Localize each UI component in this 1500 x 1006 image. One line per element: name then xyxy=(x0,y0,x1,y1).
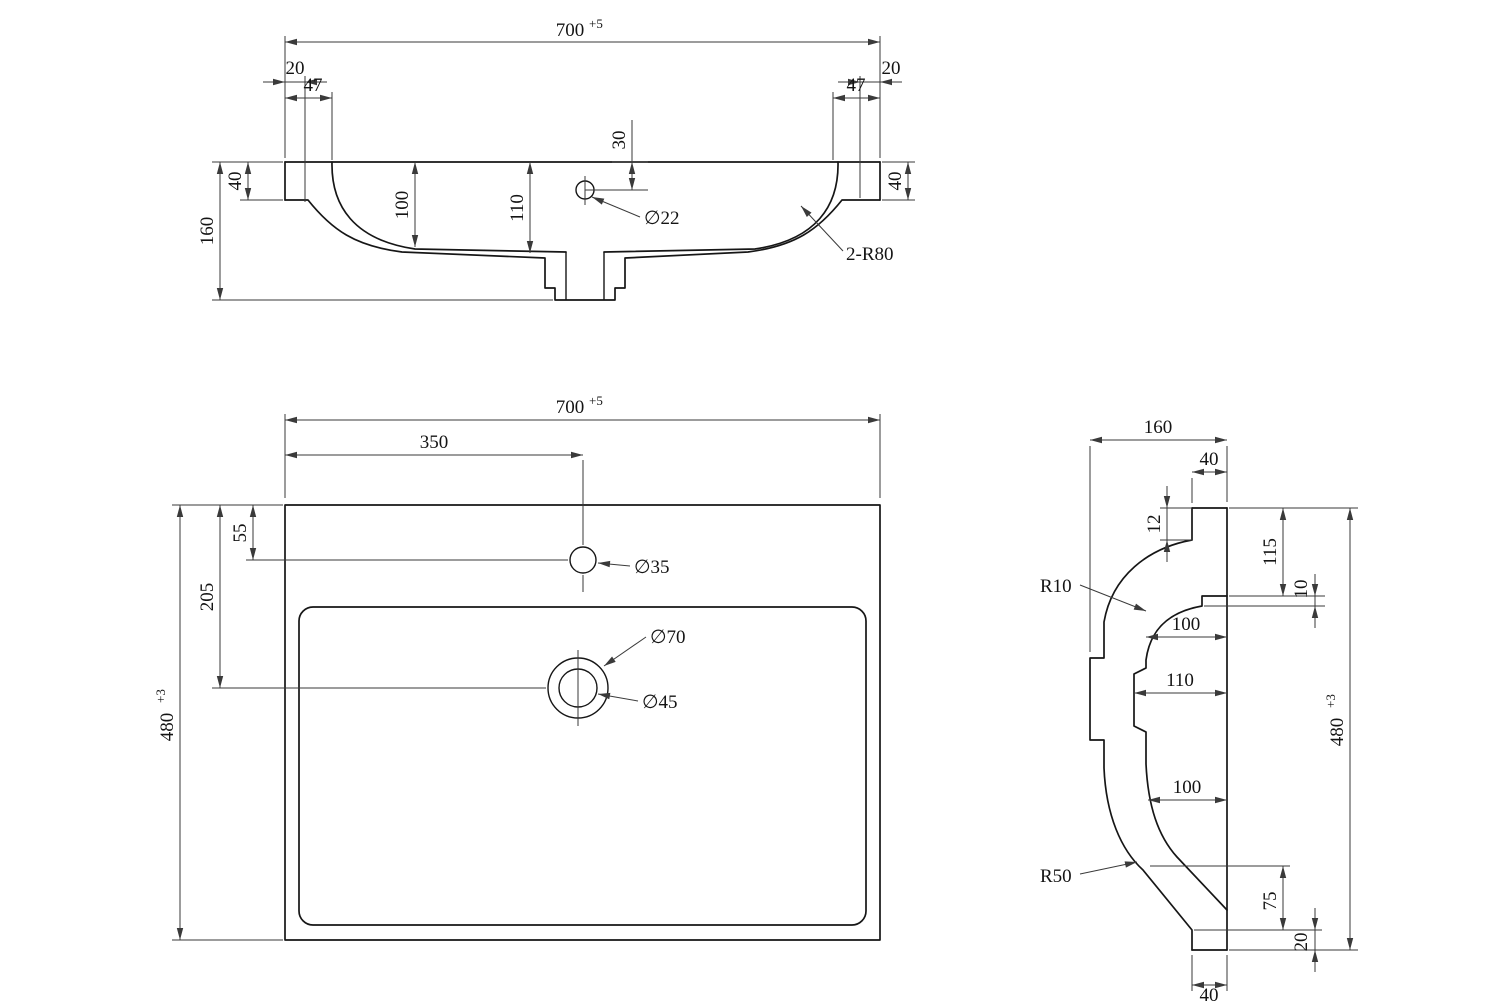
dim-text-12: 12 xyxy=(1144,515,1165,534)
dim-text-100: 100 xyxy=(392,191,413,220)
dim-text-480-tol-side: +3 xyxy=(1323,694,1338,708)
dim-text-205: 205 xyxy=(197,583,218,612)
dim-text-20-right: 20 xyxy=(882,58,901,79)
dim-text-55: 55 xyxy=(230,524,251,543)
side-section-view: 160 40 12 115 10 R10 100 110 480 +3 100 … xyxy=(1040,417,1358,1006)
side-outer-contour xyxy=(1089,507,1193,951)
dim-text-dia-22: ∅22 xyxy=(644,208,680,229)
plan-extension-lines xyxy=(172,414,881,941)
leader-dia-70 xyxy=(603,636,647,667)
dim-text-350: 350 xyxy=(420,432,449,453)
dim-text-700-tol-front: +5 xyxy=(589,16,603,31)
plan-outer-rect xyxy=(284,504,881,941)
dim-text-160-side: 160 xyxy=(1144,417,1173,438)
dim-text-r10: R10 xyxy=(1040,576,1072,597)
dim-text-75: 75 xyxy=(1260,892,1281,911)
dim-text-r50: R50 xyxy=(1040,866,1072,887)
dim-text-480-tol-plan: +3 xyxy=(153,689,168,703)
dim-text-30: 30 xyxy=(609,131,630,150)
dim-text-700-front: 700 xyxy=(556,20,585,41)
dim-text-480-plan: 480 xyxy=(157,713,178,742)
leader-hole-22 xyxy=(591,196,641,218)
dim-text-115: 115 xyxy=(1260,538,1281,566)
dim-text-40-right: 40 xyxy=(885,172,906,191)
leader-radius-r10 xyxy=(1079,584,1147,612)
dim-text-480-side: 480 xyxy=(1327,718,1348,747)
dim-text-700-tol-plan: +5 xyxy=(589,393,603,408)
dim-text-dia-35: ∅35 xyxy=(634,557,670,578)
dim-text-dia-70: ∅70 xyxy=(650,627,686,648)
plan-basin-rect xyxy=(298,606,867,926)
dim-text-2-r80: 2-R80 xyxy=(846,244,894,265)
dim-text-20-side: 20 xyxy=(1291,933,1312,952)
leader-radius-r80 xyxy=(800,205,844,252)
front-section-view: 700 +5 20 47 47 20 30 ∅22 40 160 100 110… xyxy=(197,16,915,301)
dim-text-110-side: 110 xyxy=(1166,670,1194,691)
dim-text-100-upper-side: 100 xyxy=(1172,614,1201,635)
dim-text-47-left: 47 xyxy=(304,75,323,96)
dim-text-40-top-side: 40 xyxy=(1200,449,1219,470)
dim-text-40-left: 40 xyxy=(225,172,246,191)
front-drain-walls xyxy=(565,252,605,300)
dim-text-100-lower-side: 100 xyxy=(1173,777,1202,798)
dim-text-20-left: 20 xyxy=(286,58,305,79)
leader-dia-35 xyxy=(597,560,631,568)
plan-view: 700 +5 350 55 205 480 +3 ∅35 ∅70 ∅45 xyxy=(153,393,881,941)
dim-text-40-bottom-side: 40 xyxy=(1200,985,1219,1006)
dim-text-160: 160 xyxy=(197,217,218,246)
plan-faucet-hole xyxy=(569,546,597,574)
dim-text-47-right: 47 xyxy=(847,75,866,96)
dim-text-dia-45: ∅45 xyxy=(642,692,678,713)
dim-text-700-plan: 700 xyxy=(556,397,585,418)
side-extension-lines xyxy=(1089,446,1358,991)
leader-dia-45 xyxy=(597,692,639,702)
side-inner-basin-contour xyxy=(1133,595,1228,911)
dim-text-10: 10 xyxy=(1291,580,1312,599)
front-outer-contour xyxy=(284,199,881,301)
dim-text-110: 110 xyxy=(507,194,528,222)
leader-radius-r50 xyxy=(1079,861,1138,875)
